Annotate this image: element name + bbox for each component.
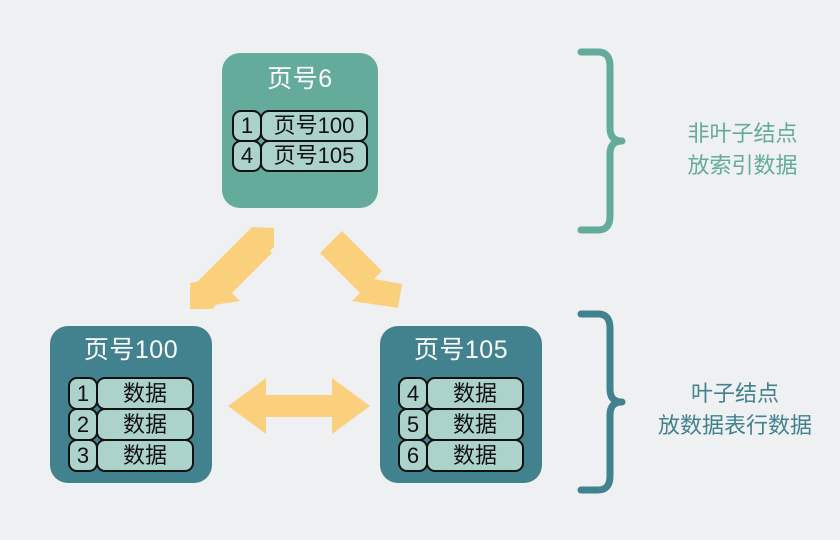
leaf-node-left: 页号100 1 数据 2 数据 3 数据 [50, 326, 212, 483]
arrow-root-to-left-leaf [190, 227, 274, 310]
annotation-upper-line1: 非叶子结点 [687, 121, 798, 146]
leaf-row: 5 数据 [398, 408, 524, 441]
arrow-leaf-sibling-link [228, 378, 370, 434]
annotation-lower-line2: 放数据表行数据 [657, 412, 812, 438]
annotation-upper: 非叶子结点 放索引数据 [645, 118, 840, 182]
root-row-key: 1 [232, 110, 262, 142]
leaf-row-value: 数据 [96, 377, 194, 410]
leaf-node-left-title: 页号100 [83, 336, 179, 364]
leaf-row-value: 数据 [426, 408, 524, 441]
leaf-row: 2 数据 [68, 408, 194, 441]
annotation-lower: 叶子结点 放数据表行数据 [630, 378, 840, 442]
leaf-row-key: 5 [398, 408, 428, 441]
leaf-row-key: 3 [68, 439, 98, 472]
leaf-row: 4 数据 [398, 377, 524, 410]
arrow-root-to-right-leaf [320, 231, 402, 308]
root-row-value: 页号105 [260, 140, 368, 172]
annotation-lower-line1: 叶子结点 [690, 381, 779, 406]
leaf-row-key: 6 [398, 439, 428, 472]
leaf-row-key: 1 [68, 377, 98, 410]
annotation-upper-line2: 放索引数据 [687, 152, 798, 178]
leaf-row: 3 数据 [68, 439, 194, 472]
root-row-value: 页号100 [260, 110, 368, 142]
leaf-node-right-rows: 4 数据 5 数据 6 数据 [398, 377, 524, 472]
root-row-key: 4 [232, 140, 262, 172]
leaf-row-value: 数据 [426, 439, 524, 472]
root-node-title: 页号6 [267, 65, 333, 93]
root-node-rows: 1 页号100 4 页号105 [232, 110, 368, 172]
leaf-row: 6 数据 [398, 439, 524, 472]
leaf-row-value: 数据 [96, 439, 194, 472]
leaf-node-left-rows: 1 数据 2 数据 3 数据 [68, 377, 194, 472]
leaf-row-key: 2 [68, 408, 98, 441]
leaf-node-right-title: 页号105 [413, 336, 509, 364]
leaf-row-value: 数据 [426, 377, 524, 410]
leaf-row-value: 数据 [96, 408, 194, 441]
root-node: 页号6 1 页号100 4 页号105 [222, 53, 378, 208]
root-node-row: 4 页号105 [232, 140, 368, 172]
leaf-row-key: 4 [398, 377, 428, 410]
root-node-row: 1 页号100 [232, 110, 368, 142]
leaf-node-right: 页号105 4 数据 5 数据 6 数据 [380, 326, 542, 483]
brace-lower [577, 310, 626, 494]
brace-upper [577, 48, 626, 234]
leaf-row: 1 数据 [68, 377, 194, 410]
